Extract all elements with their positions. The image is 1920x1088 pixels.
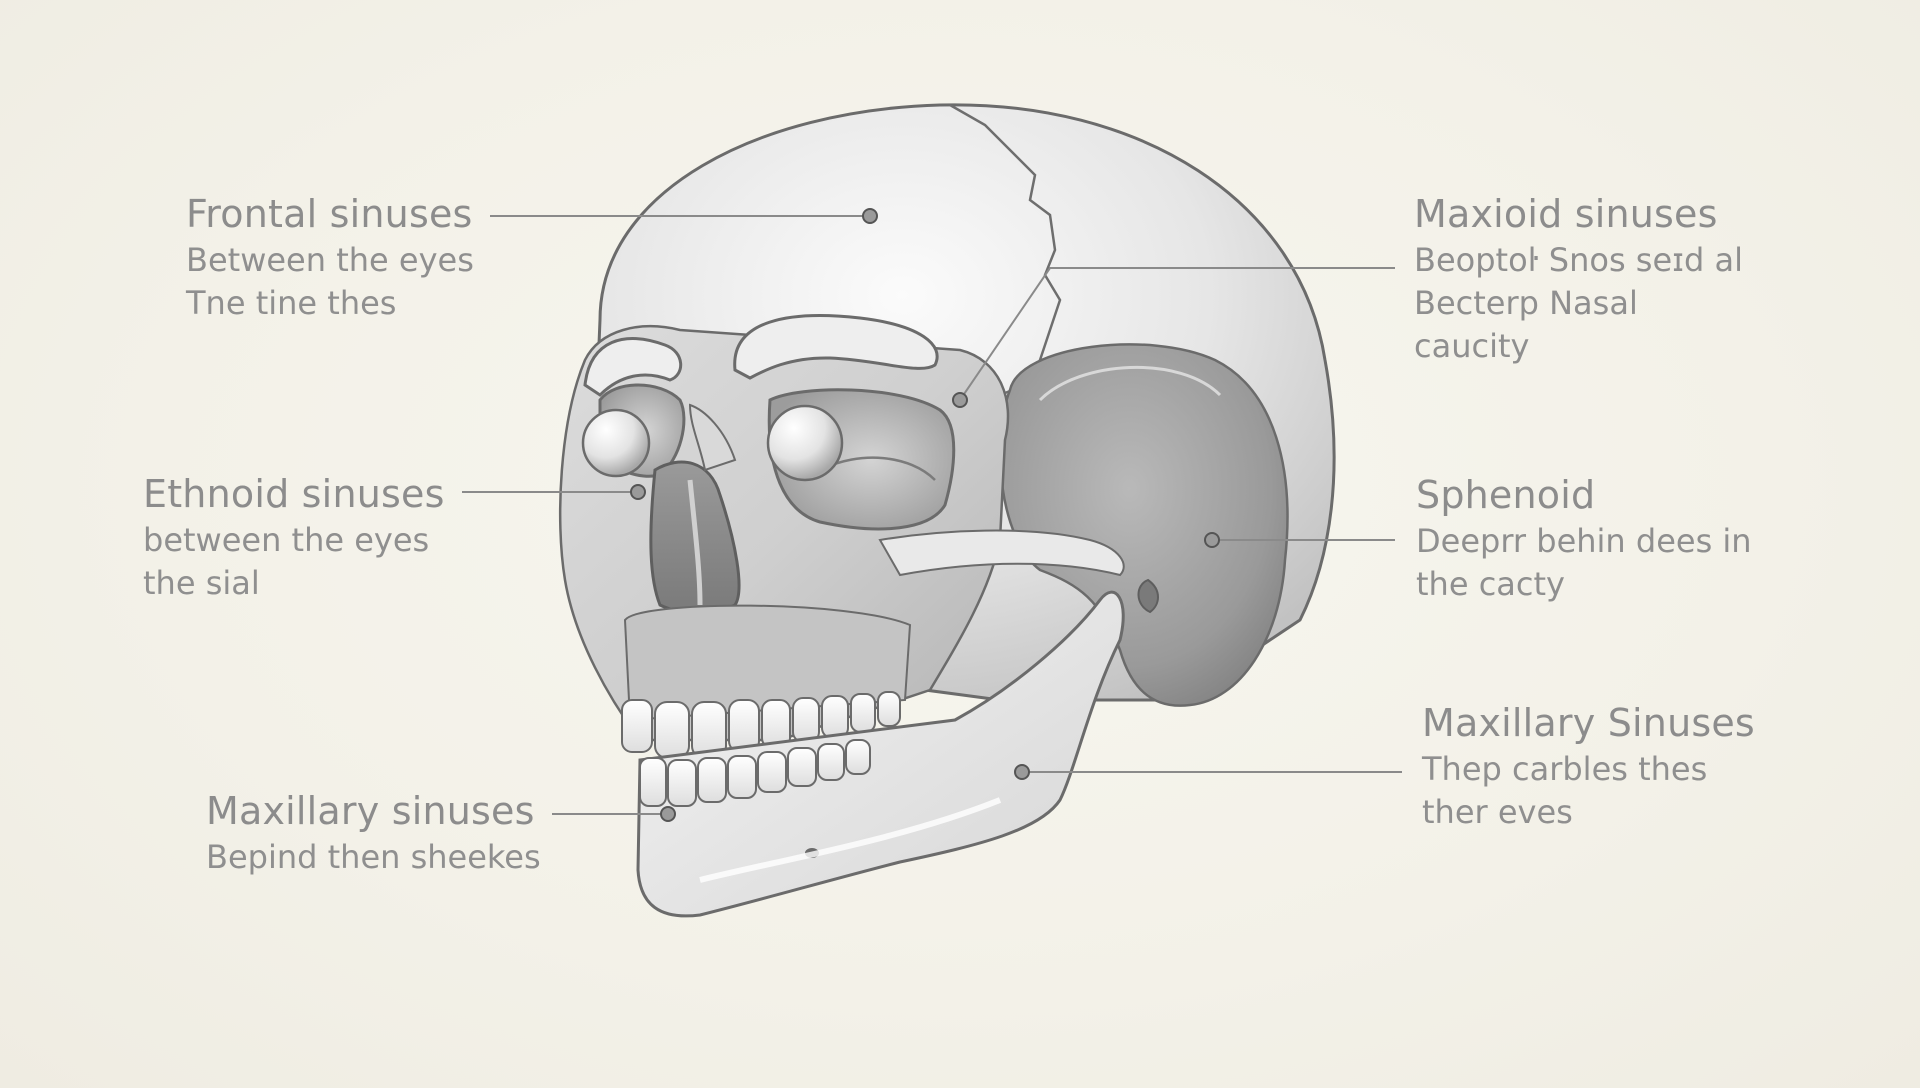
label-title: Frontal sinuses bbox=[186, 192, 473, 236]
label-title: Maxillary sinuses bbox=[206, 789, 535, 833]
anchor-frontal bbox=[862, 208, 878, 224]
left-eye-ball bbox=[581, 408, 651, 478]
label-line: caucity bbox=[1414, 327, 1530, 365]
mandible bbox=[636, 590, 1125, 918]
anchor-sphenoid bbox=[1204, 532, 1220, 548]
label-maxioid-sinuses: Maxioid sinuses Beoptoŀ Snos seɪd al Bec… bbox=[1414, 195, 1743, 362]
label-frontal-sinuses: Frontal sinuses Between the eyes Tne tin… bbox=[186, 195, 474, 319]
brow-ridges bbox=[583, 314, 939, 397]
anchor-maxoid bbox=[952, 392, 968, 408]
anchor-maxillary-left bbox=[660, 806, 676, 822]
label-ethmoid-sinuses: Ethnoid sinuses between the eyes the sia… bbox=[143, 475, 445, 599]
label-line: Deeprr behin dees in bbox=[1416, 522, 1752, 560]
label-line: ther eves bbox=[1422, 793, 1573, 831]
label-line: Tne tine thes bbox=[186, 284, 397, 322]
temporal-bone bbox=[998, 343, 1289, 707]
label-title: Maxioid sinuses bbox=[1414, 192, 1718, 236]
nasal-cavity bbox=[649, 403, 741, 614]
leader-maxoid bbox=[959, 267, 1395, 401]
label-line: Thep carbles thes bbox=[1422, 750, 1708, 788]
label-title: Maxillary Sinuses bbox=[1422, 701, 1755, 745]
label-line: the sial bbox=[143, 564, 260, 602]
anchor-ethmoid bbox=[630, 484, 646, 500]
anchor-maxillary-right bbox=[1014, 764, 1030, 780]
label-title: Ethnoid sinuses bbox=[143, 472, 445, 516]
label-title: Sphenoid bbox=[1416, 473, 1596, 517]
orbits bbox=[581, 383, 956, 531]
label-line: Bepind then sheekes bbox=[206, 838, 541, 876]
leader-lines bbox=[462, 208, 1402, 822]
label-line: Becterp Nasal bbox=[1414, 284, 1638, 322]
upper-teeth bbox=[621, 604, 912, 759]
label-line: the cacty bbox=[1416, 565, 1565, 603]
right-eye-ball bbox=[766, 404, 844, 482]
label-maxillary-sinuses-right: Maxillary Sinuses Thep carbles thes ther… bbox=[1422, 704, 1755, 828]
label-line: Beoptoŀ Snos seɪd al bbox=[1414, 241, 1744, 279]
label-line: between the eyes bbox=[143, 521, 430, 559]
label-line: Between the eyes bbox=[186, 241, 474, 279]
label-sphenoid: Sphenoid Deeprr behin dees in the cacty bbox=[1416, 476, 1752, 600]
label-maxillary-sinuses-left: Maxillary sinuses Bepind then sheekes bbox=[206, 792, 541, 873]
